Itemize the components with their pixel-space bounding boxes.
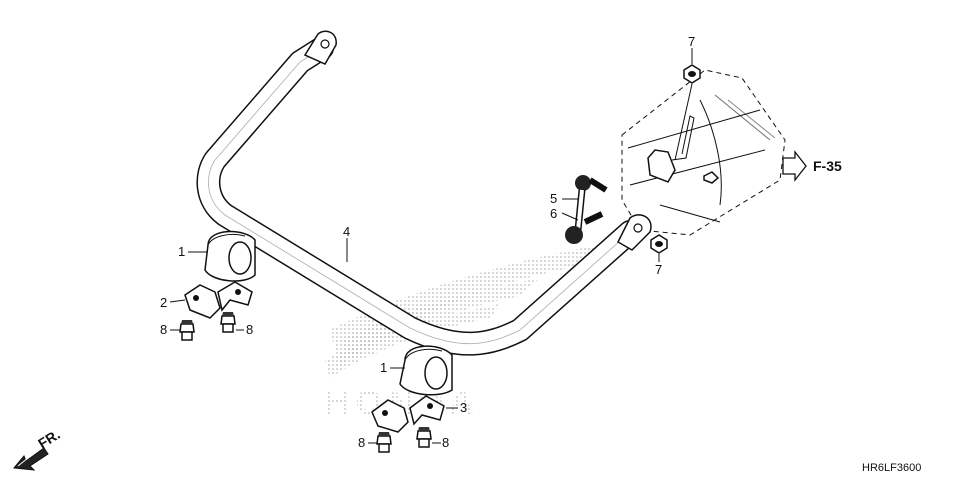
callout-8-a: 8 [160, 322, 167, 337]
bushing-right [399, 345, 453, 396]
callout-7-bottom: 7 [655, 262, 662, 277]
reference-arrow-icon [782, 150, 807, 182]
stabilizer-bar [196, 30, 652, 356]
callout-5: 5 [550, 191, 557, 206]
callout-6: 6 [550, 206, 557, 221]
frame-bracket [647, 115, 720, 184]
nut-icon [650, 64, 701, 254]
stabilizer-link [565, 175, 608, 244]
reference-label: F-35 [813, 158, 842, 174]
callout-4: 4 [343, 224, 350, 239]
callout-7-top: 7 [688, 34, 695, 49]
callout-8-d: 8 [442, 435, 449, 450]
callout-1-right: 1 [380, 360, 387, 375]
figure-code: HR6LF3600 [862, 462, 921, 474]
leader-lines [169, 48, 693, 444]
callout-2: 2 [160, 295, 167, 310]
bushing-left [204, 230, 256, 282]
callout-8-b: 8 [246, 322, 253, 337]
frame-detail-box [621, 69, 786, 236]
callout-1-left: 1 [178, 244, 185, 259]
bolt-icon [179, 312, 432, 453]
callout-3: 3 [460, 400, 467, 415]
bracket-left [184, 281, 253, 319]
bracket-right [371, 395, 445, 433]
front-label: FR. [35, 426, 63, 452]
front-arrow-icon [13, 447, 49, 471]
callout-8-c: 8 [358, 435, 365, 450]
